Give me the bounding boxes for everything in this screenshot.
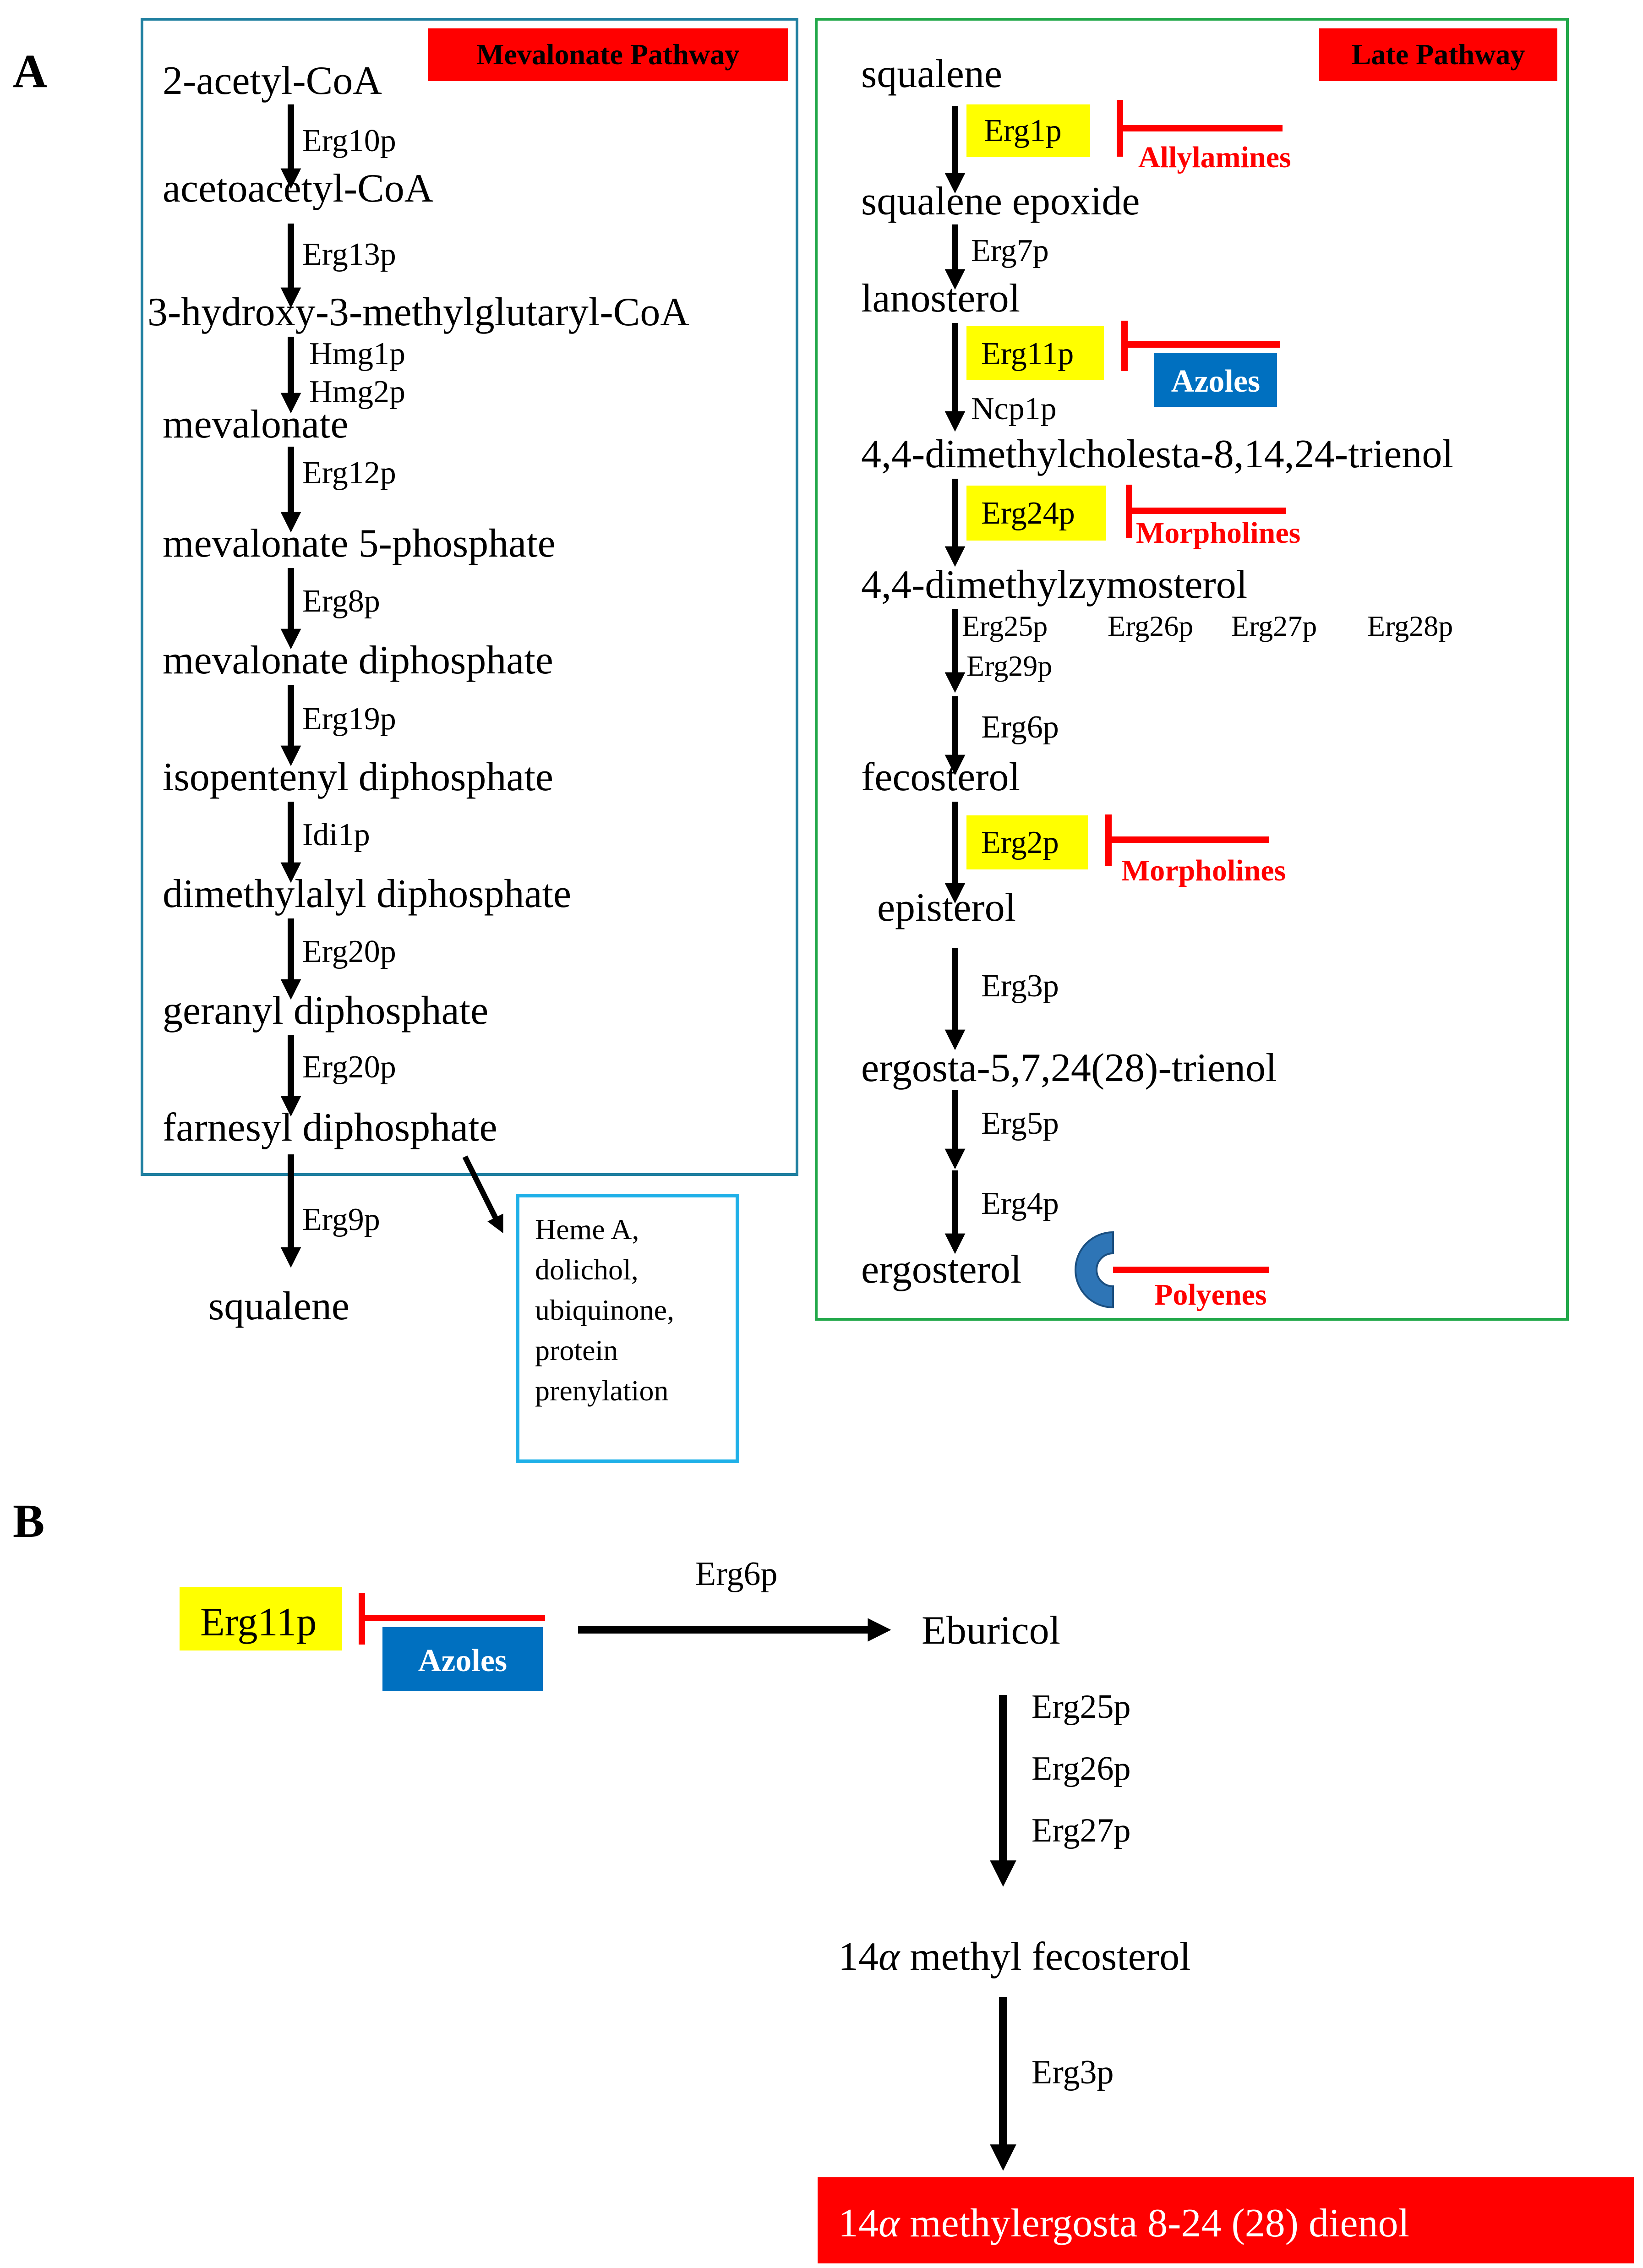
enzyme-hmg1p: Hmg1p — [309, 336, 405, 372]
enzyme-erg5p: Erg5p — [981, 1106, 1059, 1141]
mevalonate-header: Mevalonate Pathway — [476, 38, 739, 71]
enzyme-erg26p-b: Erg26p — [1032, 1750, 1131, 1787]
enzyme-erg28p: Erg28p — [1367, 610, 1453, 642]
metabolite-isopentenyl-diphosphate: isopentenyl diphosphate — [163, 755, 553, 799]
final-product-box — [818, 2177, 1634, 2263]
enzyme-erg25p-b: Erg25p — [1032, 1688, 1131, 1726]
side-branch-line-5: prenylation — [535, 1374, 668, 1407]
metabolite-lanosterol: lanosterol — [861, 276, 1020, 321]
methyl-fecosterol-prefix: 14 — [838, 1935, 879, 1979]
metabolite-mevalonate: mevalonate — [163, 402, 349, 447]
drug-allylamines: Allylamines — [1138, 141, 1291, 174]
enzyme-erg6p: Erg6p — [981, 710, 1059, 745]
final-product-suffix: methylergosta 8-24 (28) dienol — [900, 2201, 1409, 2246]
enzyme-erg3p: Erg3p — [981, 968, 1059, 1004]
panel-b-label: B — [13, 1495, 44, 1547]
late-header: Late Pathway — [1352, 38, 1525, 71]
enzyme-erg10p: Erg10p — [302, 123, 396, 158]
metabolite-fecosterol: fecosterol — [861, 755, 1020, 799]
metabolite-acetoacetyl-coa: acetoacetyl-CoA — [163, 166, 433, 211]
enzyme-idi1p: Idi1p — [302, 817, 370, 853]
erg11p-highlight-b — [180, 1587, 342, 1650]
side-branch-line-4: protein — [535, 1334, 618, 1366]
metabolite-mevalonate-diphosphate: mevalonate diphosphate — [163, 638, 553, 683]
metabolite-geranyl-diphosphate: geranyl diphosphate — [163, 989, 488, 1033]
enzyme-erg13p: Erg13p — [302, 237, 396, 272]
metabolite-dimethylcholesta-trienol: 4,4-dimethylcholesta-8,14,24-trienol — [861, 432, 1453, 476]
enzyme-erg12p: Erg12p — [302, 455, 396, 491]
metabolite-14a-methyl-fecosterol: 14α methyl fecosterol — [838, 1935, 1191, 1979]
side-branch-box — [516, 1194, 739, 1463]
metabolite-eburicol: Eburicol — [922, 1608, 1060, 1653]
methyl-fecosterol-alpha: α — [879, 1935, 901, 1979]
final-product-alpha: α — [879, 2201, 901, 2246]
enzyme-erg7p: Erg7p — [971, 233, 1049, 268]
azoles-box-a — [1154, 353, 1277, 407]
mevalonate-header-box — [428, 28, 788, 81]
side-branch-line-3: ubiquinone, — [535, 1294, 674, 1326]
enzyme-erg3p-b: Erg3p — [1032, 2054, 1114, 2091]
late-pathway-box — [815, 18, 1569, 1321]
erg24p-highlight — [966, 486, 1106, 541]
enzyme-erg26p: Erg26p — [1108, 610, 1193, 642]
enzyme-erg8p: Erg8p — [302, 584, 380, 619]
azoles-box-b — [382, 1627, 543, 1691]
late-header-box — [1319, 28, 1557, 81]
enzyme-erg2p: Erg2p — [981, 825, 1059, 860]
drug-polyenes: Polyenes — [1154, 1278, 1267, 1312]
enzyme-erg29p: Erg29p — [966, 650, 1052, 682]
metabolite-squalene-exit: squalene — [208, 1284, 349, 1328]
metabolite-ergosterol: ergosterol — [861, 1247, 1021, 1292]
drug-morpholines-1: Morpholines — [1136, 516, 1300, 550]
metabolite-ergosta-trienol: ergosta-5,7,24(28)-trienol — [861, 1046, 1277, 1090]
polyene-binding-icon — [1075, 1231, 1114, 1309]
enzyme-hmg2p: Hmg2p — [309, 374, 405, 410]
panel-a-label: A — [13, 45, 47, 98]
erg1p-highlight — [966, 104, 1090, 157]
metabolite-squalene: squalene — [861, 52, 1002, 96]
final-product-prefix: 14 — [838, 2201, 879, 2246]
enzyme-erg20p-2: Erg20p — [302, 1049, 396, 1085]
enzyme-erg11p: Erg11p — [981, 336, 1074, 372]
metabolite-dimethylalyl-diphosphate: dimethylalyl diphosphate — [163, 872, 571, 916]
drug-azoles-b: Azoles — [418, 1643, 507, 1678]
enzyme-erg27p: Erg27p — [1231, 610, 1317, 642]
erg11p-highlight — [966, 326, 1104, 380]
enzyme-ncp1p: Ncp1p — [971, 391, 1057, 426]
metabolite-squalene-epoxide: squalene epoxide — [861, 179, 1140, 224]
mevalonate-pathway-box — [141, 18, 798, 1176]
metabolite-dimethylzymosterol: 4,4-dimethylzymosterol — [861, 563, 1247, 607]
metabolite-acetyl-coa: 2-acetyl-CoA — [163, 59, 382, 103]
enzyme-erg1p: Erg1p — [984, 113, 1062, 148]
drug-azoles-a: Azoles — [1171, 364, 1260, 399]
enzyme-erg25p: Erg25p — [962, 610, 1048, 642]
enzyme-erg20p-1: Erg20p — [302, 934, 396, 969]
enzyme-erg27p-b: Erg27p — [1032, 1812, 1131, 1849]
side-branch-line-2: dolichol, — [535, 1253, 639, 1286]
metabolite-farnesyl-diphosphate: farnesyl diphosphate — [163, 1105, 497, 1150]
methyl-fecosterol-suffix: methyl fecosterol — [900, 1935, 1190, 1979]
enzyme-erg6p-b: Erg6p — [695, 1555, 778, 1593]
final-product-label: 14α methylergosta 8-24 (28) dienol — [838, 2201, 1409, 2246]
side-branch-line-1: Heme A, — [535, 1213, 639, 1246]
enzyme-erg11p-b: Erg11p — [200, 1600, 317, 1645]
metabolite-hmg-coa: 3-hydroxy-3-methylglutaryl-CoA — [147, 290, 689, 334]
arrow-to-side-branch — [462, 1155, 503, 1234]
metabolite-mevalonate-5-phosphate: mevalonate 5-phosphate — [163, 521, 556, 566]
enzyme-erg19p: Erg19p — [302, 701, 396, 737]
enzyme-erg24p: Erg24p — [981, 496, 1075, 531]
enzyme-erg9p: Erg9p — [302, 1202, 380, 1237]
enzyme-erg4p: Erg4p — [981, 1186, 1059, 1221]
metabolite-episterol: episterol — [877, 885, 1016, 930]
erg2p-highlight — [966, 815, 1088, 869]
drug-morpholines-2: Morpholines — [1121, 854, 1286, 887]
